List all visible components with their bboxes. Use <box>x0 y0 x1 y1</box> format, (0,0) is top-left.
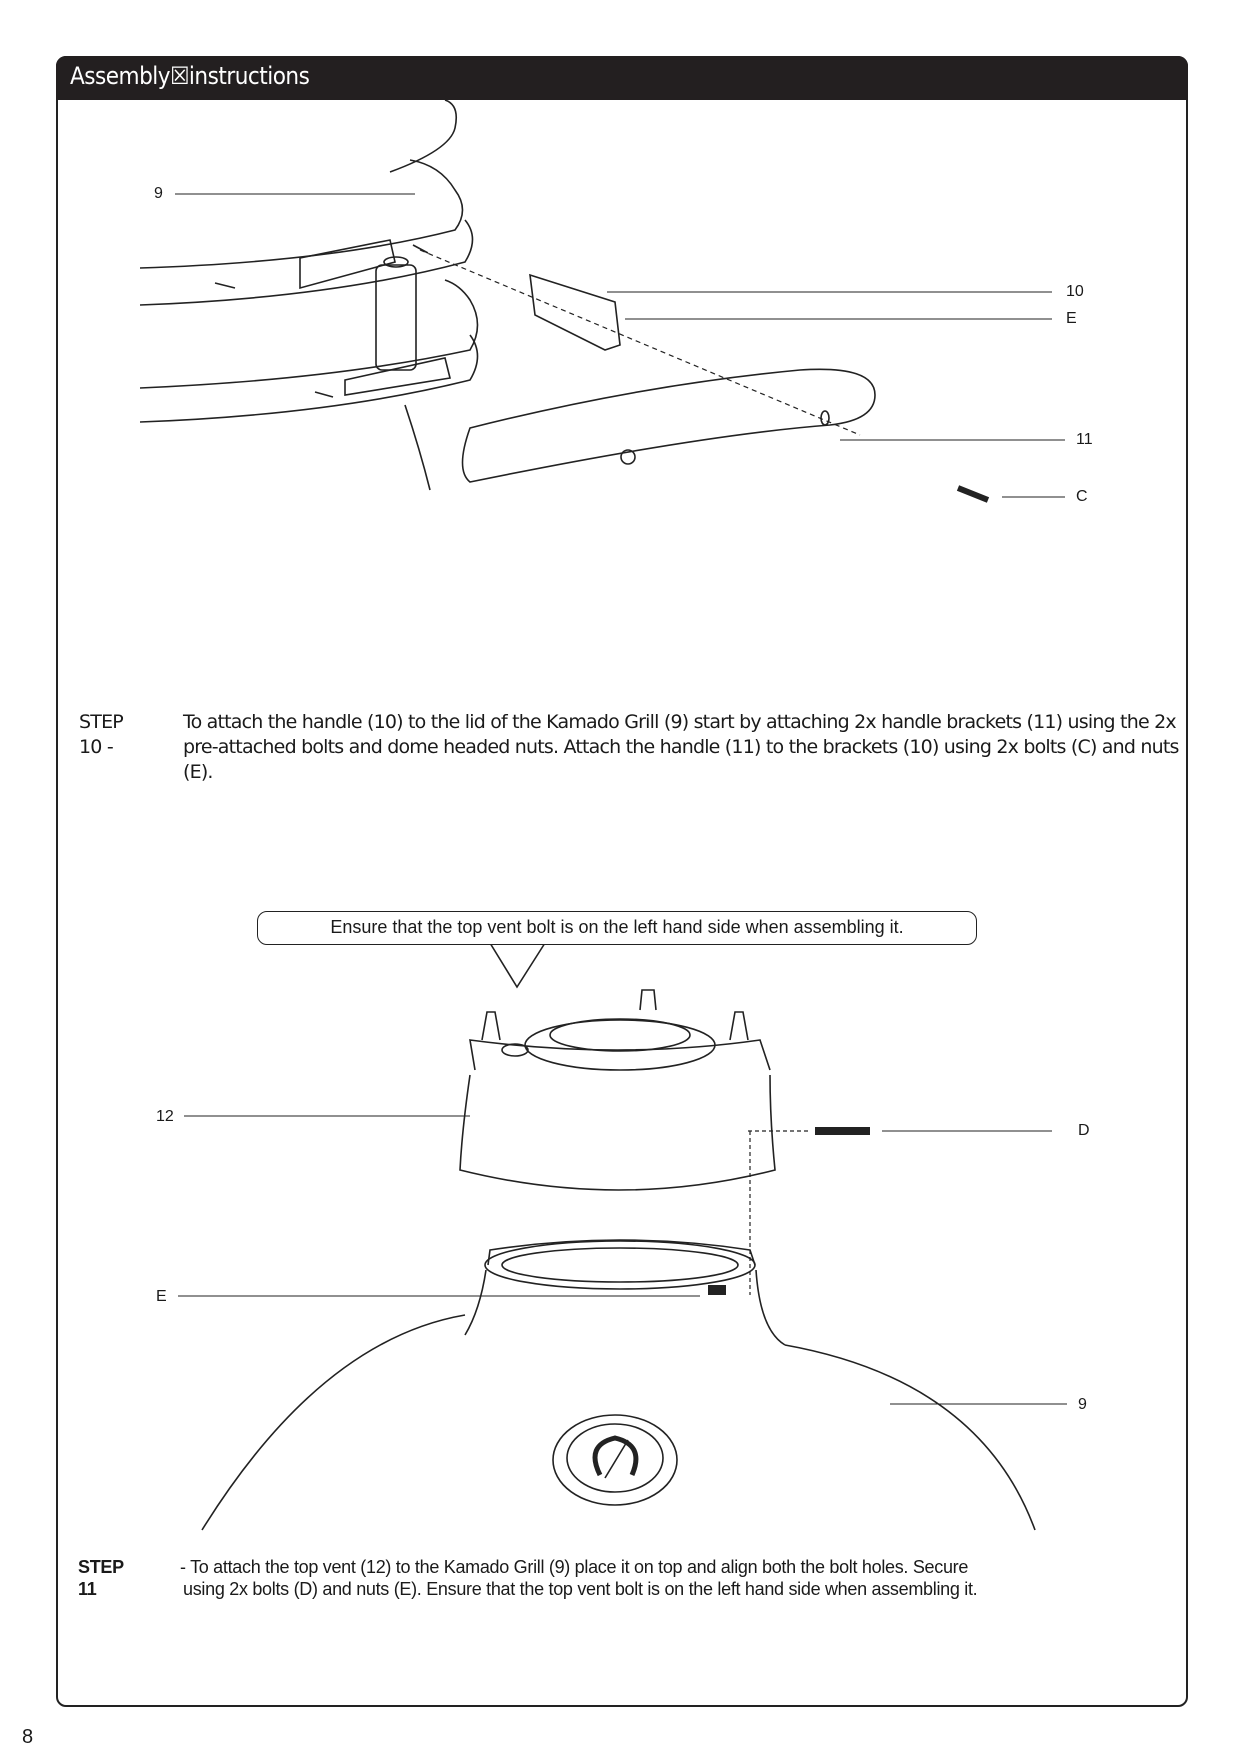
label-part-C-bolt: C <box>1076 488 1088 505</box>
page-number: 8 <box>22 1726 34 1748</box>
step-11-text-line1: - To attach the top vent (12) to the Kam… <box>180 1557 969 1577</box>
label-part-12-top-vent: 12 <box>156 1108 174 1125</box>
step-10-text: To attach the handle (10) to the lid of … <box>183 711 1179 783</box>
label-part-10-bracket: 10 <box>1066 283 1084 300</box>
label-part-11-handle: 11 <box>1076 431 1093 448</box>
step-11-label: STEP 11 <box>78 1557 124 1599</box>
callout-note: Ensure that the top vent bolt is on the … <box>257 911 977 945</box>
label-part-9-grill: 9 <box>1078 1396 1087 1413</box>
top-vent-diagram <box>178 942 1067 1531</box>
grill-lid-handle-diagram <box>139 99 1065 503</box>
label-part-9-lid: 9 <box>154 185 163 202</box>
step-11-text-line2: using 2x bolts (D) and nuts (E). Ensure … <box>183 1579 978 1599</box>
section-title: Assembly☒instructions <box>70 62 310 90</box>
label-part-E-nut-2: E <box>156 1288 167 1305</box>
section-header: Assembly☒instructions <box>56 56 1188 100</box>
label-part-D-bolt: D <box>1078 1122 1090 1139</box>
label-part-E-nut: E <box>1066 310 1077 327</box>
step-10-label: STEP 10 - <box>79 711 124 758</box>
